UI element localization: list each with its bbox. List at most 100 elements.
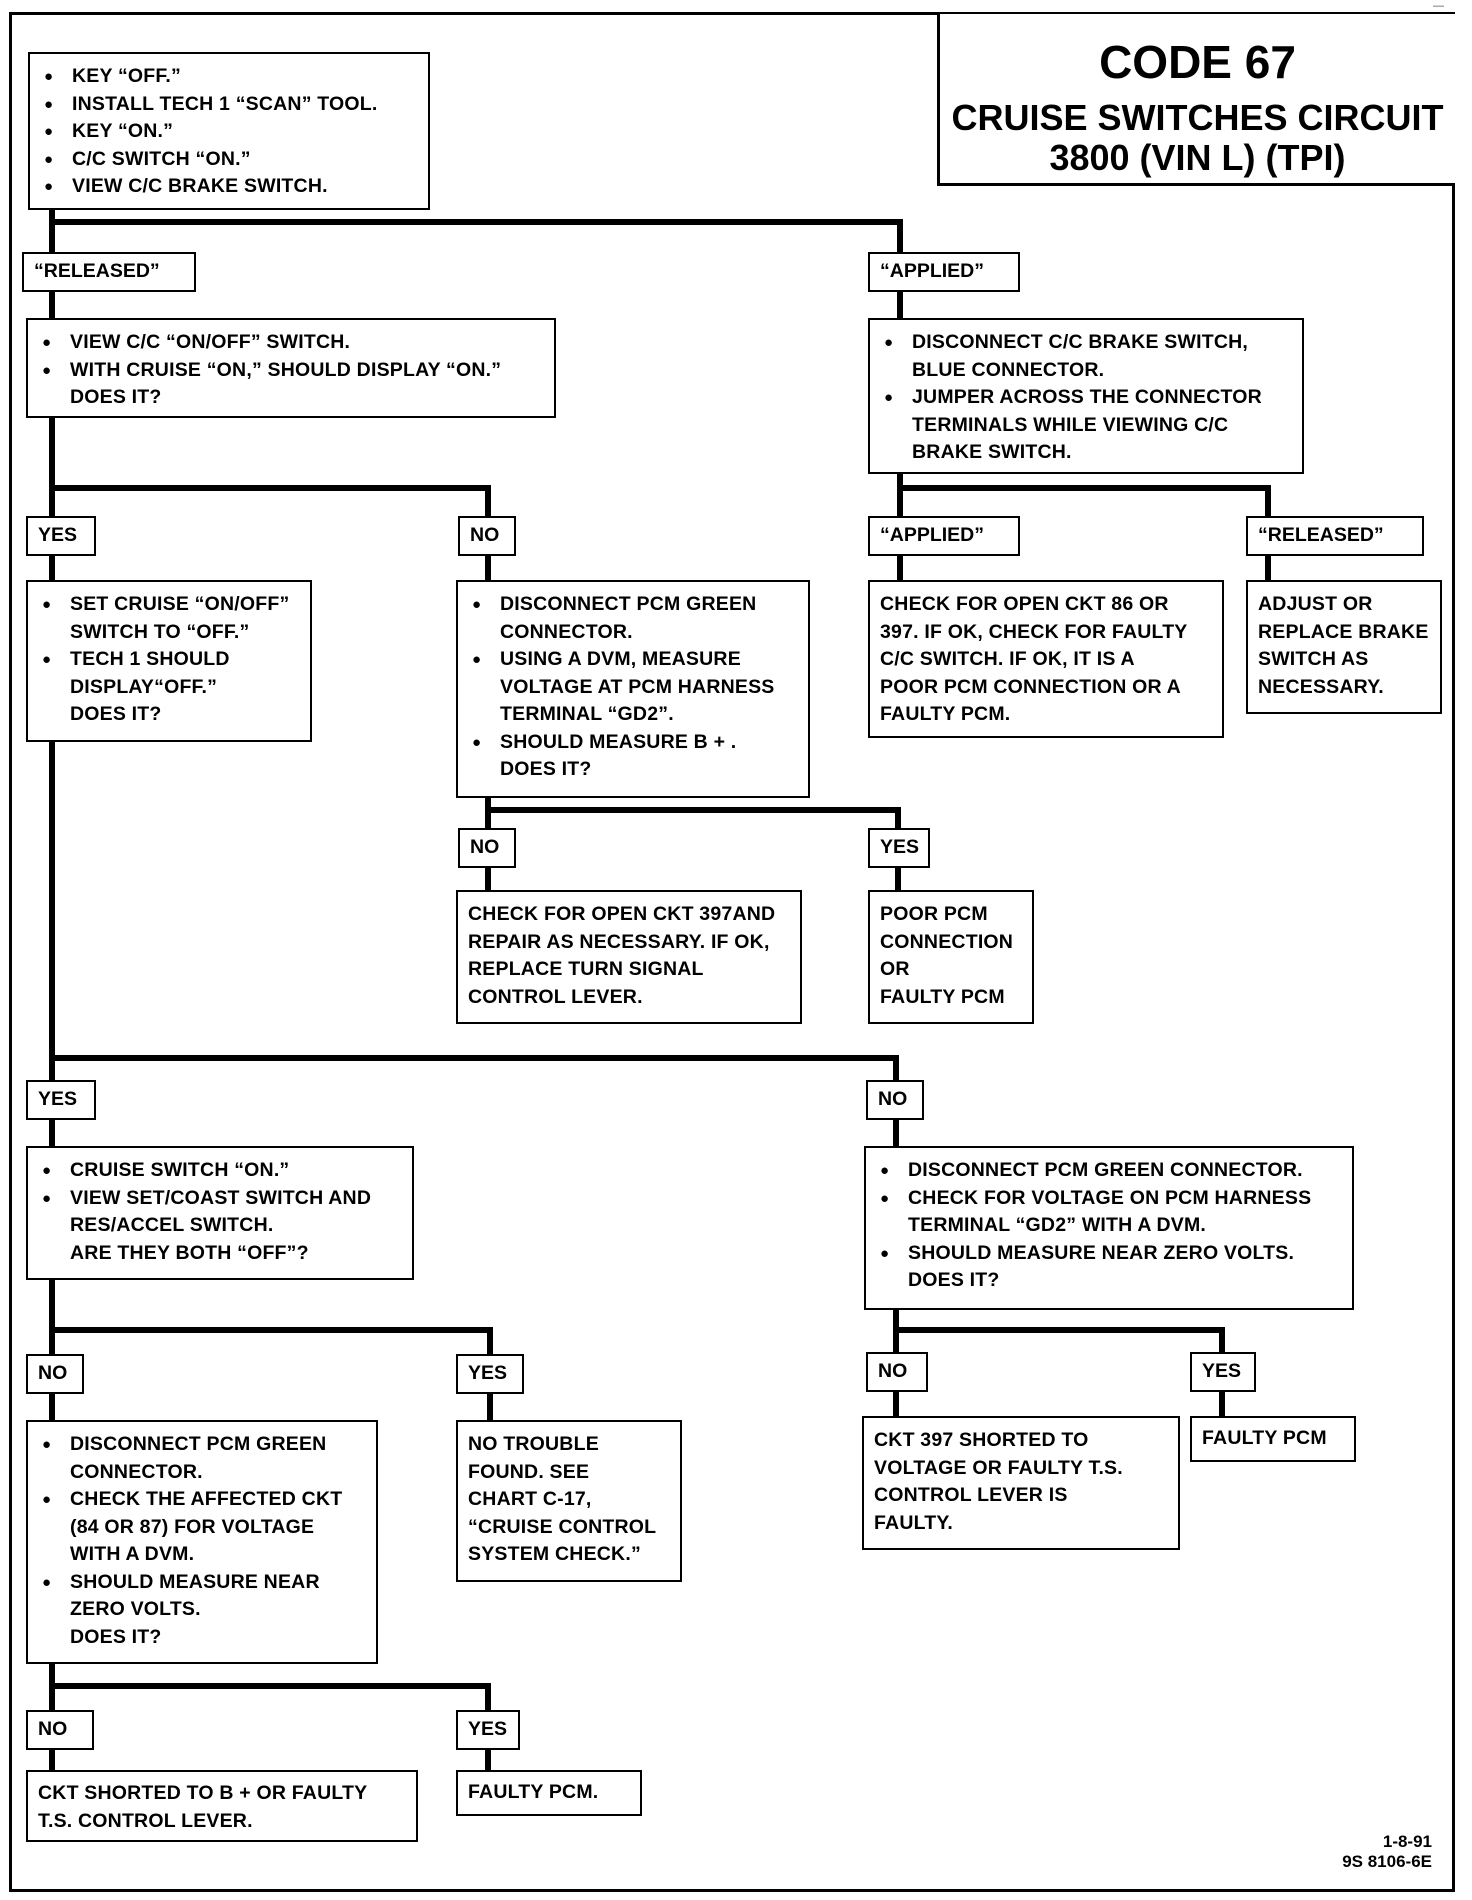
set-cruise-step-cont: SWITCH TO “OFF.” xyxy=(70,620,250,643)
result-line: FAULTY PCM. xyxy=(880,703,1011,725)
near-zero-yes-label: YES xyxy=(1190,1352,1256,1392)
brake-switch-box: DISCONNECT C/C BRAKE SWITCH, BLUE CONNEC… xyxy=(868,318,1304,474)
start-step: VIEW C/C BRAKE SWITCH. xyxy=(40,173,418,201)
affected-no-label: NO xyxy=(26,1710,94,1750)
onoff-step: WITH CRUISE “ON,” SHOULD DISPLAY “ON.” xyxy=(38,357,544,385)
start-step: INSTALL TECH 1 “SCAN” TOOL. xyxy=(40,91,418,119)
gd2-step-cont: TERMINAL “GD2”. xyxy=(500,703,674,725)
cruise-switch-step-cont: RES/ACCEL SWITCH. xyxy=(70,1214,274,1236)
onoff-no-label: NO xyxy=(458,516,516,556)
near-zero-volts-box: DISCONNECT PCM GREEN CONNECTOR. CHECK FO… xyxy=(864,1146,1354,1310)
result-line: FOUND. SEE xyxy=(468,1460,590,1483)
result-line: ADJUST OR xyxy=(1258,593,1373,615)
document-ref: 9S 8106-6E xyxy=(1342,1852,1432,1871)
affected-ckt-question: DOES IT? xyxy=(70,1625,162,1648)
gd2-question: DOES IT? xyxy=(500,758,592,780)
connector-affected xyxy=(49,1661,491,1715)
result-line: FAULTY PCM xyxy=(880,985,1005,1008)
result-line: CHECK FOR OPEN CKT 397AND xyxy=(468,903,776,925)
result-line: CHART C-17, xyxy=(468,1488,592,1510)
result-line: CONTROL LEVER IS xyxy=(874,1484,1068,1506)
cruise-yes-label: YES xyxy=(456,1354,524,1394)
result-line: CHECK FOR OPEN CKT 86 OR xyxy=(880,593,1169,615)
near-zero-question: DOES IT? xyxy=(908,1269,1000,1291)
result-line: REPLACE BRAKE xyxy=(1258,620,1429,643)
page-frame xyxy=(9,12,1455,1892)
corner-mark: — xyxy=(1433,0,1444,12)
result-line: T.S. CONTROL LEVER. xyxy=(38,1809,253,1832)
affected-ckt-step: SHOULD MEASURE NEAR xyxy=(38,1569,366,1597)
shorted-b-plus-box: CKT SHORTED TO B + OR FAULTY T.S. CONTRO… xyxy=(26,1770,418,1842)
cruise-switch-question: ARE THEY BOTH “OFF”? xyxy=(70,1241,309,1264)
gd2-step-cont: CONNECTOR. xyxy=(500,620,633,643)
result-line: OR xyxy=(880,958,910,980)
document-footer: 1-8-91 9S 8106-6E xyxy=(1342,1832,1432,1872)
applied-result-box: CHECK FOR OPEN CKT 86 OR 397. IF OK, CHE… xyxy=(868,580,1224,738)
result-line: CKT 397 SHORTED TO xyxy=(874,1429,1089,1451)
brake-step-cont: BRAKE SWITCH. xyxy=(912,441,1072,463)
onoff-yes-label: YES xyxy=(26,516,96,556)
start-step: C/C SWITCH “ON.” xyxy=(40,146,418,174)
result-line: POOR PCM CONNECTION OR A xyxy=(880,675,1181,698)
released-result-box: ADJUST OR REPLACE BRAKE SWITCH AS NECESS… xyxy=(1246,580,1442,714)
onoff-switch-box: VIEW C/C “ON/OFF” SWITCH. WITH CRUISE “O… xyxy=(26,318,556,418)
brake-step: DISCONNECT C/C BRAKE SWITCH, xyxy=(880,329,1292,357)
title-block: CODE 67 CRUISE SWITCHES CIRCUIT 3800 (VI… xyxy=(937,14,1455,186)
affected-ckt-step: DISCONNECT PCM GREEN xyxy=(38,1431,366,1459)
near-zero-step: DISCONNECT PCM GREEN CONNECTOR. xyxy=(876,1157,1342,1185)
near-zero-step: CHECK FOR VOLTAGE ON PCM HARNESS xyxy=(876,1185,1342,1213)
affected-ckt-step-cont: CONNECTOR. xyxy=(70,1460,203,1483)
connector-trunk xyxy=(49,739,899,1085)
released-result-label: “RELEASED” xyxy=(1246,516,1424,556)
code-title: CODE 67 xyxy=(1099,36,1296,88)
affected-yes-label: YES xyxy=(456,1710,520,1750)
result-line: NECESSARY. xyxy=(1258,675,1384,698)
near-zero-no-label: NO xyxy=(866,1352,928,1392)
start-step: KEY “OFF.” xyxy=(40,63,418,91)
near-zero-step: SHOULD MEASURE NEAR ZERO VOLTS. xyxy=(876,1240,1342,1268)
brake-step-cont: TERMINALS WHILE VIEWING C/C xyxy=(912,413,1229,436)
set-cruise-box: SET CRUISE “ON/OFF” SWITCH TO “OFF.” TEC… xyxy=(26,580,312,742)
result-line: POOR PCM xyxy=(880,903,988,925)
poor-pcm-box: POOR PCM CONNECTION OR FAULTY PCM xyxy=(868,890,1034,1024)
gd2-step: DISCONNECT PCM GREEN xyxy=(468,591,798,619)
no-trouble-box: NO TROUBLE FOUND. SEE CHART C-17, “CRUIS… xyxy=(456,1420,682,1582)
connector-near-zero xyxy=(893,1307,1225,1355)
ckt-397-shorted-box: CKT 397 SHORTED TO VOLTAGE OR FAULTY T.S… xyxy=(862,1416,1180,1550)
affected-ckt-step-cont: (84 OR 87) FOR VOLTAGE xyxy=(70,1515,315,1538)
affected-ckt-step-cont: ZERO VOLTS. xyxy=(70,1598,201,1620)
cruise-no-label: NO xyxy=(26,1354,84,1394)
gd2-step: SHOULD MEASURE B + . xyxy=(468,729,798,757)
onoff-step: VIEW C/C “ON/OFF” SWITCH. xyxy=(38,329,544,357)
connector-onoff xyxy=(49,415,491,519)
affected-ckt-step-cont: WITH A DVM. xyxy=(70,1543,195,1565)
connector-cruise xyxy=(49,1277,493,1359)
start-step: KEY “ON.” xyxy=(40,118,418,146)
affected-ckt-step: CHECK THE AFFECTED CKT xyxy=(38,1486,366,1514)
result-line: CONNECTION xyxy=(880,930,1014,953)
open-ckt-397-box: CHECK FOR OPEN CKT 397AND REPAIR AS NECE… xyxy=(456,890,802,1024)
result-line: FAULTY PCM xyxy=(1202,1427,1327,1449)
result-line: REPLACE TURN SIGNAL xyxy=(468,958,704,980)
faulty-pcm-final-box: FAULTY PCM. xyxy=(456,1770,642,1816)
brake-step-cont: BLUE CONNECTOR. xyxy=(912,358,1105,381)
applied-label: “APPLIED” xyxy=(868,252,1020,292)
released-label: “RELEASED” xyxy=(22,252,196,292)
gd2-yes-label: YES xyxy=(868,828,930,868)
result-line: “CRUISE CONTROL xyxy=(468,1515,657,1538)
gd2-voltage-box: DISCONNECT PCM GREEN CONNECTOR. USING A … xyxy=(456,580,810,798)
result-line: C/C SWITCH. IF OK, IT IS A xyxy=(880,648,1135,670)
onoff-question: DOES IT? xyxy=(70,386,162,408)
gd2-step-cont: VOLTAGE AT PCM HARNESS xyxy=(500,675,775,698)
start-steps-box: KEY “OFF.” INSTALL TECH 1 “SCAN” TOOL. K… xyxy=(28,52,430,210)
set-cruise-step: SET CRUISE “ON/OFF” xyxy=(38,591,300,619)
applied-result-label: “APPLIED” xyxy=(868,516,1020,556)
connector-jumper xyxy=(897,471,1271,519)
cruise-switch-box: CRUISE SWITCH “ON.” VIEW SET/COAST SWITC… xyxy=(26,1146,414,1280)
result-line: SWITCH AS xyxy=(1258,648,1369,670)
result-line: REPAIR AS NECESSARY. IF OK, xyxy=(468,930,770,953)
result-line: SYSTEM CHECK.” xyxy=(468,1543,641,1565)
brake-step: JUMPER ACROSS THE CONNECTOR xyxy=(880,384,1292,412)
engine-title: 3800 (VIN L) (TPI) xyxy=(1049,137,1346,178)
